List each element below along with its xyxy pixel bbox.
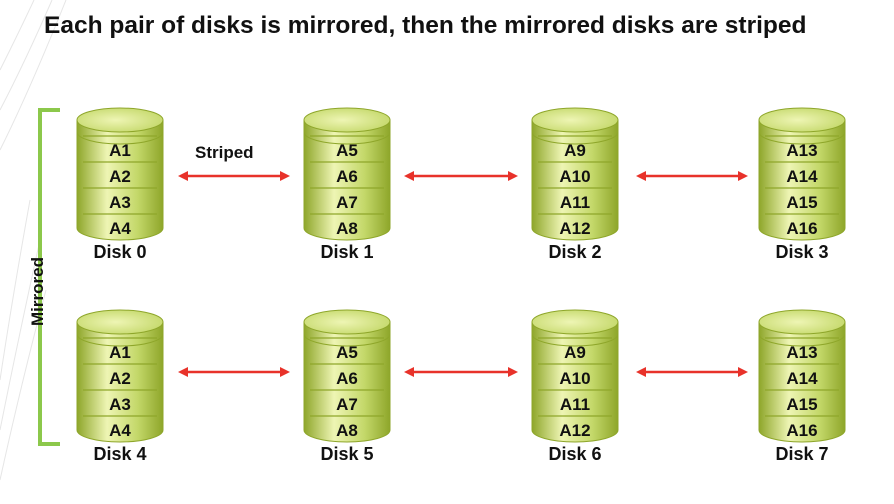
cylinder-graphic (303, 309, 391, 443)
disk-label: Disk 7 (775, 444, 829, 464)
striped-label: Striped (195, 143, 254, 162)
stripe-arrow (636, 365, 748, 379)
data-block: A12 (559, 421, 591, 440)
double-arrow-icon (404, 367, 518, 377)
cylinder-graphic (76, 309, 164, 443)
data-block: A15 (786, 193, 818, 212)
data-block: A3 (109, 193, 131, 212)
cylinder-graphic (531, 309, 619, 443)
data-block: A8 (336, 421, 358, 440)
disk-label: Disk 3 (775, 242, 829, 262)
data-block: A10 (559, 167, 591, 186)
disk-label: Disk 4 (93, 444, 147, 464)
mirrored-label: Mirrored (28, 257, 47, 326)
double-arrow-icon (636, 367, 748, 377)
stripe-arrow (404, 169, 518, 183)
cylinder-graphic (758, 309, 846, 443)
data-block: A6 (336, 369, 358, 388)
stripe-arrow (178, 365, 290, 379)
data-block: A7 (336, 395, 358, 414)
data-block: A5 (336, 141, 358, 160)
diagram-title: Each pair of disks is mirrored, then the… (44, 12, 807, 39)
data-block: A16 (786, 219, 818, 238)
double-arrow-icon (178, 171, 290, 181)
cylinder-graphic (303, 107, 391, 241)
data-block: A2 (109, 369, 131, 388)
double-arrow-icon (178, 367, 290, 377)
stripe-arrow (178, 169, 290, 183)
data-block: A15 (786, 395, 818, 414)
data-block: A5 (336, 343, 358, 362)
data-block: A8 (336, 219, 358, 238)
stripe-arrow (636, 169, 748, 183)
data-block: A4 (109, 421, 131, 440)
stripe-arrow (404, 365, 518, 379)
data-block: A11 (559, 395, 591, 414)
data-block: A4 (109, 219, 131, 238)
data-block: A9 (564, 343, 586, 362)
data-block: A6 (336, 167, 358, 186)
data-block: A1 (109, 343, 131, 362)
data-block: A7 (336, 193, 358, 212)
data-block: A13 (786, 343, 818, 362)
double-arrow-icon (404, 171, 518, 181)
cylinder-graphic (531, 107, 619, 241)
cylinder-graphic (758, 107, 846, 241)
data-block: A3 (109, 395, 131, 414)
disk-label: Disk 6 (548, 444, 602, 464)
data-block: A2 (109, 167, 131, 186)
data-block: A9 (564, 141, 586, 160)
data-block: A11 (559, 193, 591, 212)
data-block: A16 (786, 421, 818, 440)
double-arrow-icon (636, 171, 748, 181)
disk-label: Disk 0 (93, 242, 147, 262)
data-block: A1 (109, 141, 131, 160)
cylinder-graphic (76, 107, 164, 241)
data-block: A14 (786, 369, 818, 388)
disk-label: Disk 1 (320, 242, 374, 262)
data-block: A10 (559, 369, 591, 388)
data-block: A14 (786, 167, 818, 186)
data-block: A12 (559, 219, 591, 238)
disk-label: Disk 5 (320, 444, 374, 464)
disk-label: Disk 2 (548, 242, 602, 262)
data-block: A13 (786, 141, 818, 160)
